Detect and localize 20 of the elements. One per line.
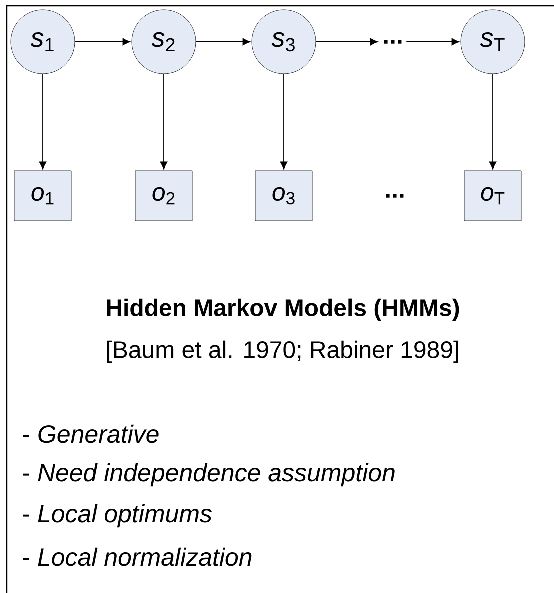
title: Hidden Markov Models (HMMs) — [107, 298, 460, 322]
arrow — [196, 38, 251, 46]
arrow — [406, 38, 460, 46]
ellipsis: ... — [386, 194, 404, 198]
bullet-item: - Local optimums — [23, 504, 212, 528]
observation-box: o$_{3}$ — [255, 170, 313, 222]
arrow — [489, 74, 497, 170]
observation-box: o$_{1}$ — [14, 170, 72, 222]
bullet-item: - Local normalization — [23, 548, 252, 566]
bullet-item: - Need independence assumption — [23, 463, 395, 487]
arrow — [280, 74, 288, 170]
arrow — [39, 74, 47, 170]
arrow — [160, 74, 168, 170]
arrow — [74, 38, 131, 46]
observation-box: o$_{2}$ — [135, 170, 193, 222]
observation-box: o$_{T}$ — [464, 170, 522, 222]
ellipsis: ... — [384, 40, 402, 44]
citation: [Baum et al. 1970; Rabiner 1989] — [107, 340, 458, 364]
arrow — [316, 38, 378, 46]
bullet-item: - Generative — [23, 424, 159, 444]
